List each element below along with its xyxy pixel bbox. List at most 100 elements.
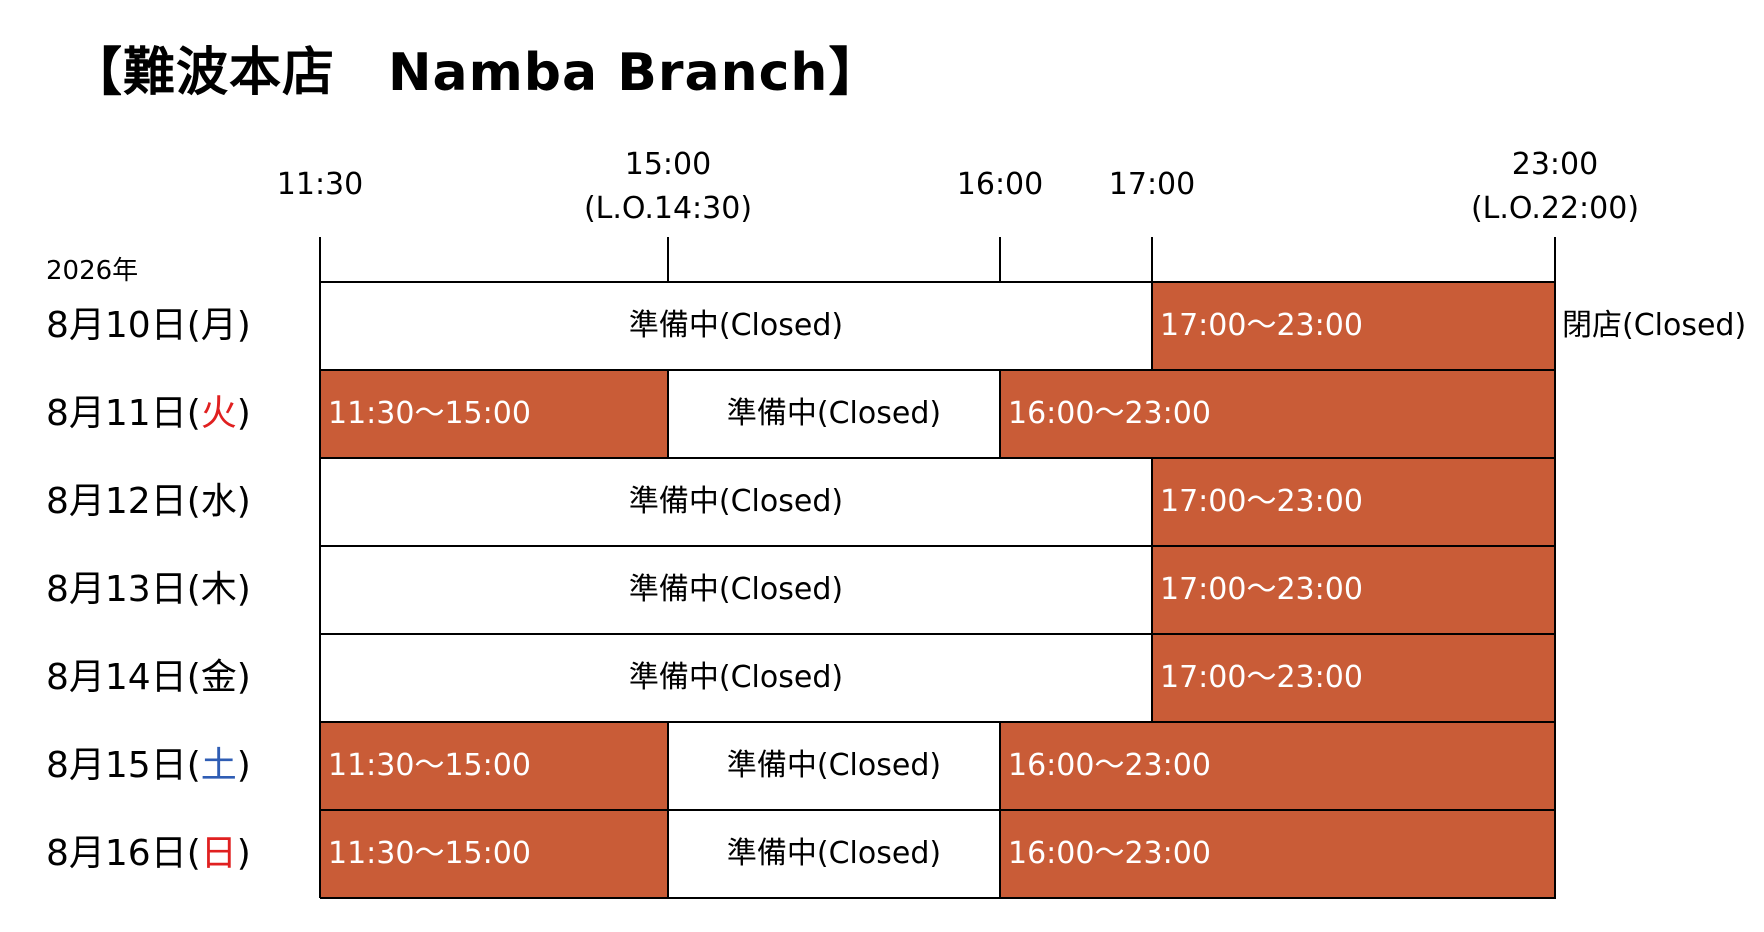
grid-vertical-line <box>1554 722 1556 810</box>
grid-vertical-line <box>1554 634 1556 722</box>
time-axis-tick <box>319 237 321 282</box>
grid-vertical-line <box>319 458 321 546</box>
day-date: 8月12日 <box>46 481 187 522</box>
time-axis-label: 23:00 (L.O.22:00) <box>1471 143 1639 231</box>
grid-vertical-line <box>999 722 1001 810</box>
grid-horizontal-line <box>320 369 1556 371</box>
weekday: 土 <box>200 745 237 786</box>
time-axis-label: 15:00 (L.O.14:30) <box>584 143 752 231</box>
grid-vertical-line <box>319 370 321 458</box>
time-axis-tick <box>1151 237 1153 282</box>
time-axis-label: 16:00 <box>957 163 1043 207</box>
grid-vertical-line <box>319 810 321 898</box>
weekday-open-paren: ( <box>186 569 201 610</box>
grid-horizontal-line <box>320 897 1556 899</box>
weekday-open-paren: ( <box>186 305 201 346</box>
weekday-open-paren: ( <box>186 393 201 434</box>
time-axis-time: 17:00 <box>1108 167 1196 202</box>
grid-vertical-line <box>1151 546 1153 634</box>
day-label: 8月11日(火) <box>46 370 251 458</box>
time-axis-time: 23:00 <box>1511 147 1599 182</box>
grid-vertical-line <box>1554 546 1556 634</box>
time-axis-time: 16:00 <box>956 167 1044 202</box>
grid-horizontal-line <box>320 545 1556 547</box>
weekday-open-paren: ( <box>186 481 201 522</box>
grid-horizontal-line <box>320 457 1556 459</box>
grid-vertical-line <box>319 282 321 370</box>
closed-block: 準備中(Closed) <box>668 370 1000 458</box>
open-hours-block: 16:00〜23:00 <box>1000 810 1555 898</box>
weekday-close-paren: ) <box>236 657 251 698</box>
day-date: 8月10日 <box>46 305 187 346</box>
time-axis-time: 15:00 <box>624 147 712 182</box>
grid-horizontal-line <box>320 721 1556 723</box>
open-hours-block: 11:30〜15:00 <box>320 722 668 810</box>
grid-vertical-line <box>1151 634 1153 722</box>
closed-block: 準備中(Closed) <box>668 722 1000 810</box>
closed-block: 準備中(Closed) <box>668 810 1000 898</box>
weekday-close-paren: ) <box>236 305 251 346</box>
time-axis-last-order: (L.O.22:00) <box>1470 191 1640 226</box>
page-title: 【難波本店 Namba Branch】 <box>70 43 882 103</box>
open-hours-block: 16:00〜23:00 <box>1000 370 1555 458</box>
open-hours-block: 17:00〜23:00 <box>1152 546 1555 634</box>
grid-horizontal-line <box>320 633 1556 635</box>
time-axis-label: 11:30 <box>277 163 363 207</box>
day-label: 8月14日(金) <box>46 634 251 722</box>
open-hours-block: 17:00〜23:00 <box>1152 458 1555 546</box>
closed-block: 準備中(Closed) <box>320 634 1152 722</box>
day-date: 8月16日 <box>46 833 187 874</box>
day-label: 8月12日(水) <box>46 458 251 546</box>
weekday-close-paren: ) <box>236 393 251 434</box>
grid-vertical-line <box>1151 282 1153 370</box>
grid-vertical-line <box>319 634 321 722</box>
grid-vertical-line <box>319 546 321 634</box>
weekday-close-paren: ) <box>236 481 251 522</box>
weekday: 火 <box>200 393 237 434</box>
closed-block: 準備中(Closed) <box>320 282 1152 370</box>
grid-vertical-line <box>1554 458 1556 546</box>
day-date: 8月13日 <box>46 569 187 610</box>
day-label: 8月15日(土) <box>46 722 251 810</box>
weekday: 月 <box>200 305 237 346</box>
time-axis-tick <box>667 237 669 282</box>
day-label: 8月10日(月) <box>46 282 251 370</box>
closed-block: 準備中(Closed) <box>320 546 1152 634</box>
day-label: 8月13日(木) <box>46 546 251 634</box>
grid-vertical-line <box>667 370 669 458</box>
time-axis-label: 17:00 <box>1109 163 1195 207</box>
closed-block: 準備中(Closed) <box>320 458 1152 546</box>
grid-vertical-line <box>1554 370 1556 458</box>
weekday-open-paren: ( <box>186 745 201 786</box>
grid-horizontal-line <box>320 809 1556 811</box>
grid-vertical-line <box>667 810 669 898</box>
day-label: 8月16日(日) <box>46 810 251 898</box>
time-axis-tick <box>1554 237 1556 282</box>
day-date: 8月15日 <box>46 745 187 786</box>
open-hours-block: 17:00〜23:00 <box>1152 634 1555 722</box>
weekday-close-paren: ) <box>236 569 251 610</box>
weekday: 水 <box>200 481 237 522</box>
open-hours-block: 11:30〜15:00 <box>320 810 668 898</box>
time-axis-tick <box>999 237 1001 282</box>
time-axis-last-order: (L.O.14:30) <box>583 191 753 226</box>
weekday-open-paren: ( <box>186 833 201 874</box>
grid-vertical-line <box>999 370 1001 458</box>
grid-vertical-line <box>999 810 1001 898</box>
weekday: 日 <box>200 833 237 874</box>
open-hours-block: 11:30〜15:00 <box>320 370 668 458</box>
open-hours-block: 16:00〜23:00 <box>1000 722 1555 810</box>
day-date: 8月14日 <box>46 657 187 698</box>
grid-vertical-line <box>1554 810 1556 898</box>
year-label: 2026年 <box>46 256 139 286</box>
closed-note: 閉店(Closed) <box>1562 308 1747 343</box>
grid-vertical-line <box>319 722 321 810</box>
weekday-close-paren: ) <box>236 745 251 786</box>
open-hours-block: 17:00〜23:00 <box>1152 282 1555 370</box>
day-date: 8月11日 <box>46 393 187 434</box>
weekday-close-paren: ) <box>236 833 251 874</box>
weekday: 木 <box>200 569 237 610</box>
weekday-open-paren: ( <box>186 657 201 698</box>
grid-horizontal-line <box>320 281 1556 283</box>
time-axis-time: 11:30 <box>276 167 364 202</box>
